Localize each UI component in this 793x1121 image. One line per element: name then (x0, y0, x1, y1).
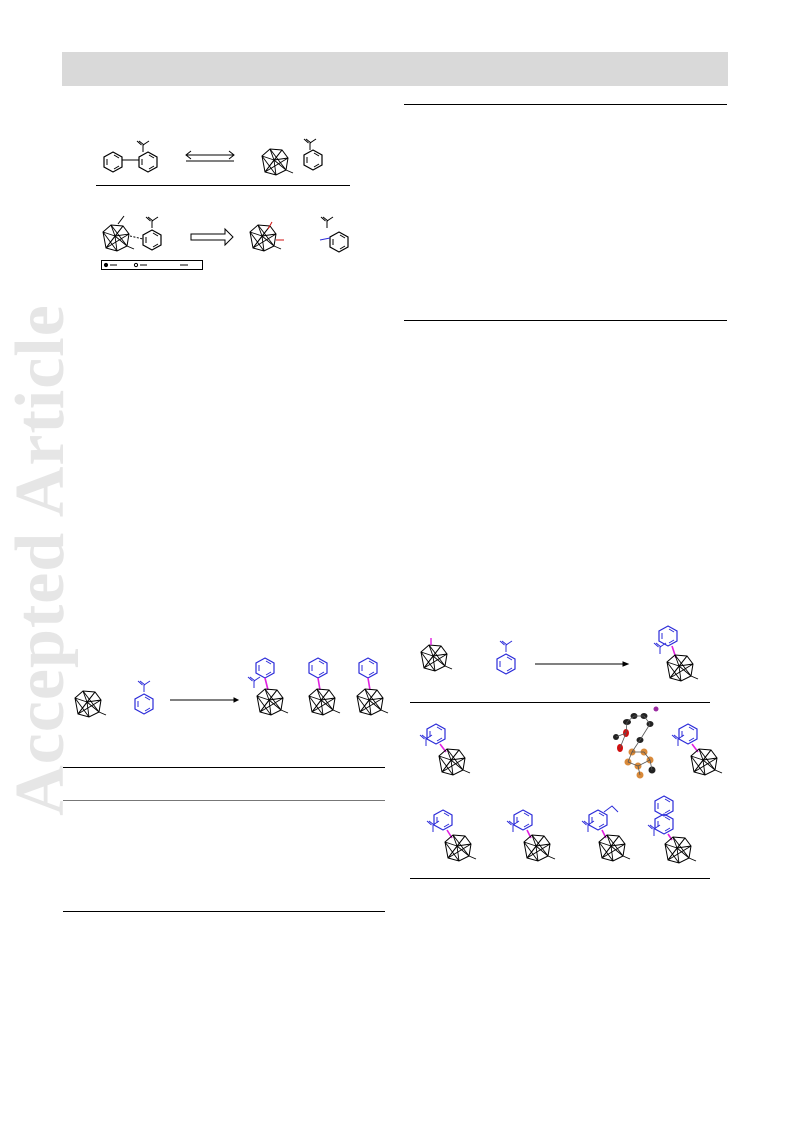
hollow-arrow (190, 227, 234, 247)
header-band (62, 52, 728, 86)
double-arrow (185, 150, 235, 162)
legend-markers (103, 262, 188, 268)
biaryl-structure (103, 140, 158, 173)
optimization-reactants (74, 680, 154, 718)
nido-cage-product (249, 221, 284, 252)
crystal-structure (613, 706, 659, 779)
optimization-product-3 (356, 657, 389, 716)
scope-product-row1-b (671, 723, 723, 776)
table-rule-bottom (404, 320, 727, 321)
scope-product-row2-a (426, 809, 477, 862)
scope-product-row2-b (506, 809, 556, 862)
scope-reactants (420, 638, 516, 675)
scheme-separator-rule (96, 185, 350, 186)
table-rule-top (404, 104, 727, 105)
carboranyl-aryl-structure (261, 138, 323, 176)
scope-product-row2-d (647, 795, 697, 864)
scope-rule-bottom (410, 878, 710, 879)
optimization-product-2 (308, 657, 341, 716)
scope-arrow (535, 661, 630, 667)
table2-rule-bottom (63, 911, 385, 912)
cage-cleavage-start (102, 215, 162, 252)
scope-product-general (653, 625, 699, 682)
optimization-arrow (170, 697, 240, 703)
legend-box (101, 260, 203, 270)
table2-rule-mid (63, 800, 385, 801)
optimization-product-1 (247, 657, 289, 716)
scope-product-row2-c (581, 805, 631, 862)
scope-rule-top (410, 702, 710, 703)
table2-rule-top (63, 767, 385, 768)
aniline-product (319, 216, 349, 253)
scope-product-row1-a (419, 723, 471, 776)
